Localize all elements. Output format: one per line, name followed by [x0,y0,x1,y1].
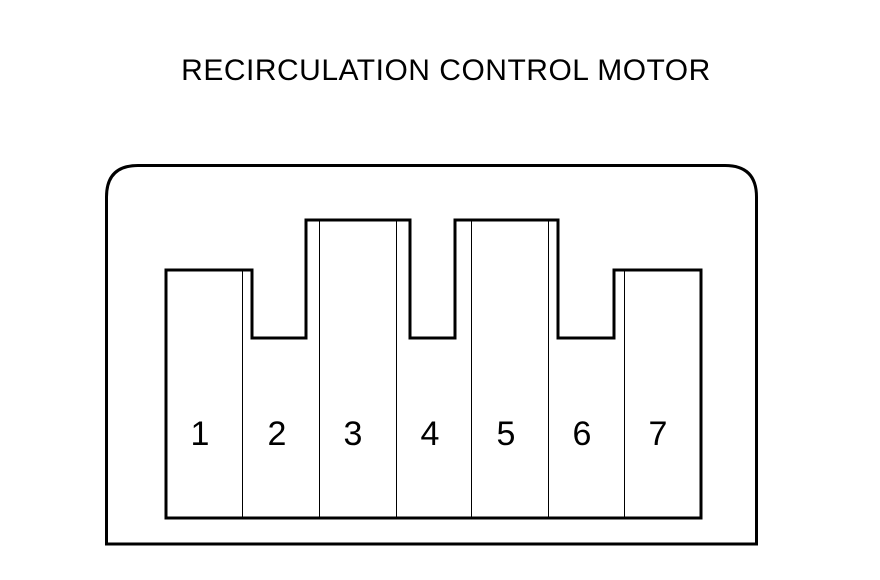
pin-label-5: 5 [496,415,516,453]
connector-housing-outline [105,164,758,546]
pin-label-6: 6 [572,415,592,453]
pin-label-1: 1 [190,415,210,453]
pin-label-7: 7 [648,415,668,453]
pin-label-3: 3 [343,415,363,453]
diagram-title: RECIRCULATION CONTROL MOTOR [181,54,711,87]
pin-label-4: 4 [420,415,440,453]
pin-label-2: 2 [267,415,287,453]
connector-key-profile [164,218,703,520]
